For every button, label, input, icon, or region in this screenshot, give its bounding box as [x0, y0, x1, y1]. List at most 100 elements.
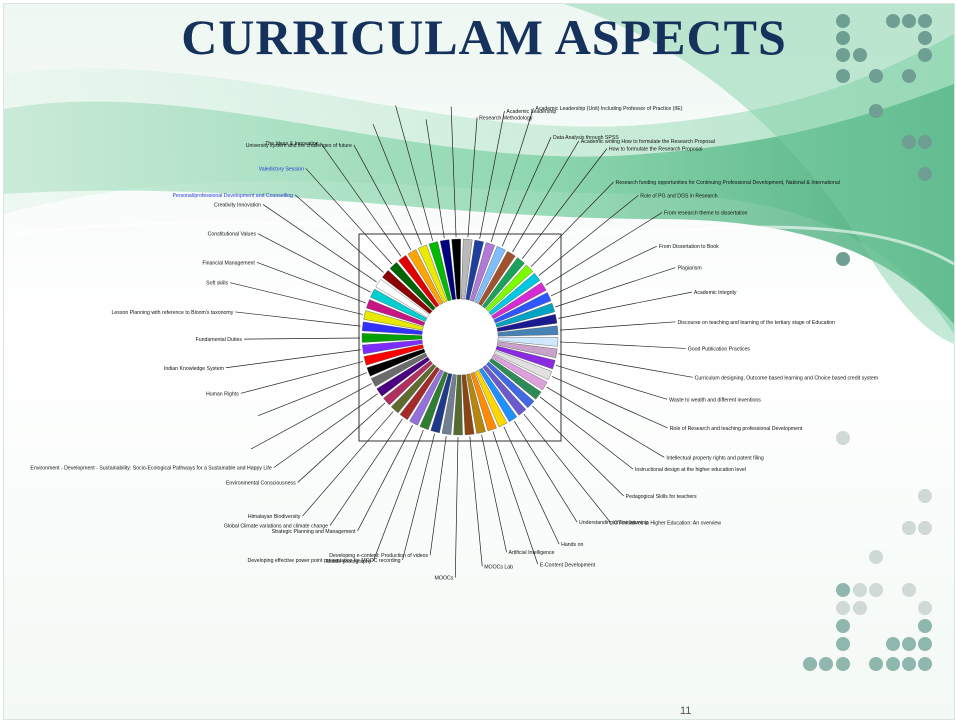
- slice-label: Mobile photography: [326, 559, 372, 565]
- leader-line: [256, 261, 367, 304]
- leader-line: [523, 413, 611, 523]
- pie-slice: [389, 262, 436, 311]
- pie-slice: [495, 302, 555, 328]
- leader-line: [225, 349, 361, 369]
- pie-slice: [398, 255, 440, 308]
- slice-label: Developing effective power point present…: [248, 558, 401, 564]
- slice-label: Discourse on teaching and learning of th…: [677, 320, 835, 326]
- pie-slice: [497, 325, 559, 337]
- decorative-dot-grid: [803, 14, 932, 671]
- leader-line: [501, 137, 552, 247]
- pie-slice: [482, 364, 527, 416]
- page-number: 11: [680, 705, 692, 717]
- leader-line: [467, 117, 478, 238]
- pie-slice: [409, 369, 444, 426]
- leader-line: [512, 140, 580, 253]
- leader-line: [229, 282, 363, 315]
- slide-title: CURRICULAM ASPECTS: [181, 9, 787, 65]
- leader-line: [294, 194, 384, 273]
- leader-line: [257, 233, 371, 293]
- slice-label: Developing e-content: Production of vide…: [329, 553, 428, 559]
- slice-label: Curriculum designing, Outcome based lear…: [695, 375, 878, 381]
- leader-line: [490, 108, 534, 243]
- slice-label: MOOCs Lab: [484, 564, 513, 570]
- leader-line: [262, 204, 377, 283]
- leader-line: [481, 434, 507, 553]
- pie-slice: [363, 310, 424, 331]
- pie-slice: [474, 370, 508, 428]
- pie-slice: [496, 341, 558, 359]
- slice-label: Lesson Planning with reference to Bloom'…: [112, 310, 234, 316]
- background-swoosh: [4, 4, 954, 344]
- slice-label: Creativity Innovation: [214, 202, 261, 208]
- pie-slice: [428, 241, 452, 302]
- pie-slice: [461, 238, 473, 300]
- pie-slice: [478, 367, 518, 423]
- pie-slice: [497, 336, 559, 347]
- pie-slice: [361, 321, 423, 335]
- slice-label: Research Methodology: [479, 115, 533, 121]
- slice-label: Academic Leadership (Unit) Including Pro…: [535, 106, 682, 112]
- pie-slice: [362, 339, 423, 355]
- pie-slice: [469, 242, 496, 302]
- leader-line: [240, 361, 364, 394]
- leader-line: [302, 411, 394, 517]
- leader-line: [555, 267, 676, 308]
- slice-label: The Ideas & Innovation: [265, 141, 318, 147]
- leader-line: [559, 341, 686, 349]
- leader-line: [357, 424, 413, 532]
- slice-label: Constitutional Values: [208, 232, 257, 238]
- leader-line: [402, 433, 435, 561]
- slice-label: Data Analysis through SPSS: [553, 135, 619, 141]
- slice-label: Environment - Development - Sustainabili…: [30, 466, 271, 472]
- pie-slice: [451, 238, 461, 300]
- slice-label: Artificial Intelligence: [509, 550, 555, 556]
- pie-slice: [383, 360, 433, 406]
- leader-line: [372, 124, 422, 245]
- slice-label: Understanding online learning: [579, 520, 648, 526]
- leader-line: [545, 212, 663, 286]
- leader-line: [320, 142, 402, 257]
- pie-slice: [478, 251, 516, 306]
- leader-line: [558, 353, 693, 378]
- leader-line: [395, 105, 434, 241]
- leader-line: [532, 405, 624, 497]
- pie-slice: [491, 282, 547, 320]
- pie-slice: [441, 374, 457, 435]
- leader-line: [546, 386, 665, 458]
- leader-line: [373, 429, 424, 562]
- leader-line: [469, 436, 483, 567]
- slice-label: MOOCs: [435, 576, 454, 582]
- slice-label: Global Climate variations and climate ch…: [224, 524, 328, 530]
- leader-line: [297, 402, 386, 483]
- pie-slice: [407, 249, 444, 306]
- pie-slice: [366, 348, 426, 377]
- leader-line: [353, 144, 412, 251]
- pie-slice: [376, 356, 430, 397]
- leader-line: [521, 148, 608, 259]
- pie-slice: [496, 314, 558, 332]
- slice-label: Role of Research and teaching profession…: [670, 426, 803, 432]
- leader-line: [479, 110, 505, 240]
- pie-slice: [485, 264, 534, 312]
- slice-label: Intellectual property rights and patent …: [666, 455, 764, 461]
- leader-line: [530, 181, 614, 267]
- leader-line: [273, 393, 378, 468]
- pie-slice: [495, 345, 556, 370]
- leader-line: [538, 195, 639, 276]
- pie-slice: [493, 292, 552, 324]
- slice-label: Indian Knowledge System: [164, 366, 224, 372]
- pie-slice: [481, 257, 525, 309]
- pie-slice: [382, 270, 433, 315]
- slide: CURRICULAM ASPECTS: [3, 3, 955, 720]
- pie-slice: [375, 279, 430, 318]
- slice-label: Good Publication Practices: [688, 346, 751, 352]
- slice-label: University system and the challenges of …: [246, 143, 352, 149]
- leader-line: [258, 372, 367, 417]
- slice-label: Hands on: [561, 542, 583, 548]
- leader-line: [558, 291, 692, 319]
- slice-label: From Dissertation to Book: [659, 244, 719, 250]
- pie-slice: [474, 246, 506, 304]
- leader-line: [503, 426, 560, 545]
